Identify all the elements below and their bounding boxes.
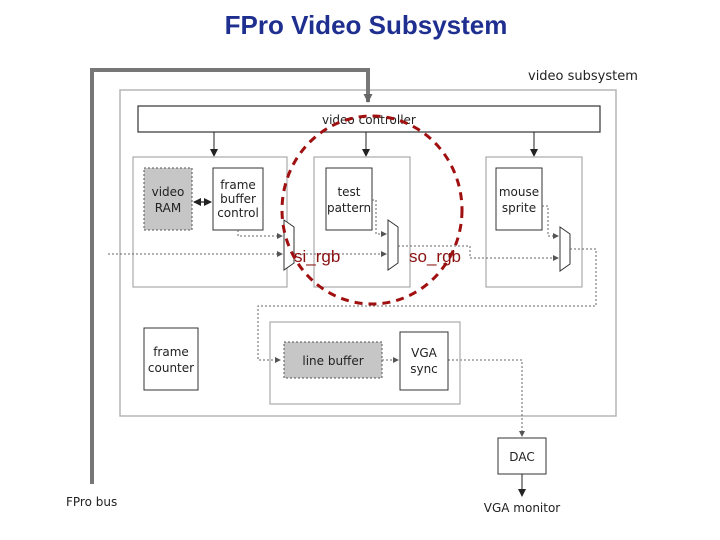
video-ram-label-2: RAM [155, 201, 181, 215]
mux2-to-mux3 [398, 245, 559, 261]
mux-3 [559, 226, 571, 272]
vga-sync-label-1: VGA [411, 346, 438, 360]
test-pattern-label-1: test [337, 185, 360, 199]
lower-group-box [269, 321, 461, 405]
video-controller-box [137, 105, 601, 133]
fb-to-mux1 [237, 230, 283, 239]
so-rgb-label: so_rgb [409, 247, 461, 266]
vga-sync-box [399, 331, 449, 391]
line-buffer-label: line buffer [302, 354, 363, 368]
frame-counter-label-1: frame [153, 345, 189, 359]
page-title: FPro Video Subsystem [224, 10, 508, 40]
vga-to-dac [440, 359, 525, 437]
mouse-core-box [485, 156, 583, 288]
test-pattern-core-box [313, 156, 411, 288]
dac-box [497, 437, 547, 475]
highlight-circle [280, 114, 464, 306]
ms-to-mux3 [542, 205, 559, 239]
mouse-sprite-label-1: mouse [499, 185, 539, 199]
mouse-sprite-label-2: sprite [502, 201, 536, 215]
frame-counter-label-2: counter [148, 361, 194, 375]
mux-2 [387, 219, 399, 271]
fpro-bus-label: FPro bus [66, 495, 117, 509]
fpro-bus-line [90, 68, 373, 484]
frame-counter-box [143, 327, 199, 391]
video-ram-label-1: video [152, 185, 185, 199]
video-ram-box [143, 167, 193, 231]
test-pattern-label-2: pattern [327, 201, 371, 215]
frame-buffer-control-box [212, 167, 264, 231]
fb-control-label-2: buffer [220, 192, 256, 206]
dac-label: DAC [509, 450, 534, 464]
vga-sync-label-2: sync [410, 362, 438, 376]
fb-control-label-1: frame [220, 178, 256, 192]
si-rgb-label: si_rgb [294, 247, 340, 266]
line-buffer-box [283, 341, 383, 379]
video-subsystem-label: video subsystem [528, 69, 638, 84]
test-pattern-box [325, 167, 373, 231]
fb-control-label-3: control [217, 206, 259, 220]
tp-to-mux2 [372, 199, 387, 237]
mouse-sprite-box [495, 167, 543, 231]
mux3-to-linebuf [257, 248, 597, 363]
vga-monitor-label: VGA monitor [484, 501, 561, 515]
video-controller-label: video controller [322, 113, 416, 127]
